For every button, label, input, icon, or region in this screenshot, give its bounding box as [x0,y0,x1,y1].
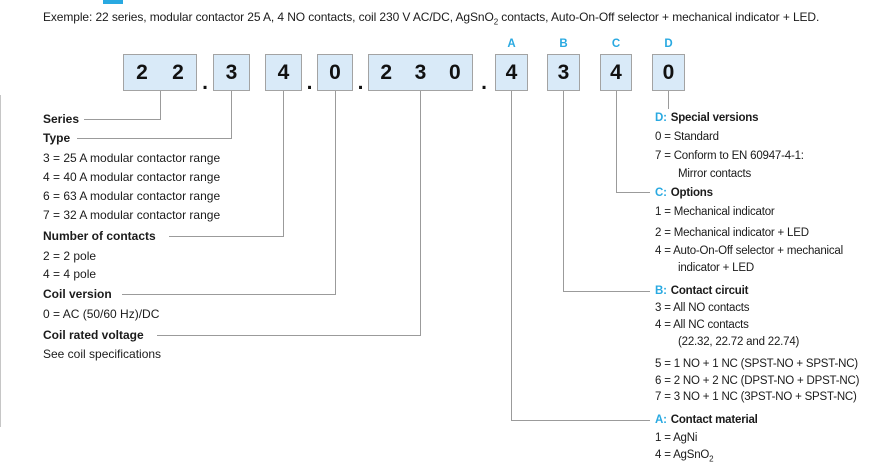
code-separator: . [357,71,364,94]
group-letter-c: C: [655,187,667,199]
connector-line [84,119,161,120]
subscript: 2 [709,454,714,462]
spec-item: 1 = Mechanical indicator [655,206,775,218]
connector-line [420,91,421,335]
group-title-number-of-contacts: Number of contacts [43,229,156,243]
code-box-number-of-contacts: 4 [265,54,302,91]
spec-item: 0 = Standard [655,131,719,143]
spec-item: 4 = Auto-On-Off selector + mechanical [655,245,843,257]
spec-item: 6 = 63 A modular contactor range [43,189,221,203]
example-text-pre: Exemple: 22 series, modular contactor 25… [43,10,494,24]
page-divider-line [0,95,1,427]
spec-item: 5 = 1 NO + 1 NC (SPST-NO + SPST-NC) [655,358,858,370]
spec-item-continuation: indicator + LED [678,262,754,274]
connector-line [511,420,650,421]
spec-item: 7 = 32 A modular contactor range [43,208,221,222]
spec-item: See coil specifications [43,347,162,361]
group-title-special-versions: D:Special versions [655,112,759,124]
spec-item: 7 = 3 NO + 1 NC (3PST-NO + SPST-NC) [655,391,857,403]
spec-item-continuation: (22.32, 22.72 and 22.74) [678,336,800,348]
group-title-contact-circuit: B:Contact circuit [655,285,749,297]
spec-item: 2 = Mechanical indicator + LED [655,227,809,239]
segment-letter-b: B [559,38,568,50]
group-title-coil-rated-voltage: Coil rated voltage [43,328,144,342]
connector-line [335,91,336,294]
example-line: Exemple: 22 series, modular contactor 25… [43,10,819,26]
spec-item: 0 = AC (50/60 Hz)/DC [43,307,160,321]
spec-item: 4 = 40 A modular contactor range [43,170,221,184]
connector-line [563,291,650,292]
code-box-coil-version: 0 [317,54,353,91]
group-letter-b: B: [655,285,667,297]
spec-item: 3 = 25 A modular contactor range [43,151,221,165]
group-letter-d: D: [655,112,667,124]
code-box-options: 4 [600,54,632,91]
example-text-post: contacts, Auto-On-Off selector + mechani… [498,10,820,24]
group-title-contact-material: A:Contact material [655,414,758,426]
spec-item: 4 = All NC contacts [655,319,749,331]
segment-letter-c: C [611,38,621,50]
connector-line [563,91,564,291]
group-title-options: C:Options [655,187,713,199]
spec-item: 3 = All NO contacts [655,302,750,314]
code-box-contact-circuit: 3 [547,54,580,91]
spec-item: 4 = AgSnO2 [655,449,714,462]
connector-line [616,91,617,192]
code-separator: . [306,71,313,94]
connector-line [77,138,232,139]
connector-line [160,91,161,119]
spec-item: 1 = AgNi [655,432,698,444]
spec-item: 2 = 2 pole [43,249,97,263]
heading-fragment [103,0,123,4]
segment-letter-d: D [664,38,673,50]
connector-line [157,335,421,336]
connector-line [122,294,336,295]
group-title-coil-version: Coil version [43,287,112,301]
spec-item-continuation: Mirror contacts [678,168,752,180]
code-separator: . [481,71,487,94]
spec-item: 6 = 2 NO + 2 NC (DPST-NO + DPST-NC) [655,375,860,387]
spec-item: 7 = Conform to EN 60947-4-1: [655,150,804,162]
connector-line [511,91,512,420]
code-box-special-versions: 0 [652,54,685,91]
example-subscript: 2 [493,17,499,27]
connector-line [231,91,232,138]
group-title-series: Series [43,112,80,126]
connector-line [169,236,284,237]
connector-line [616,192,650,193]
spec-item: 4 = 4 pole [43,267,97,281]
code-box-type: 3 [213,54,250,91]
group-letter-a: A: [655,414,667,426]
segment-letter-a: A [507,38,516,50]
connector-line [283,91,284,236]
code-separator: . [202,71,208,94]
connector-line [668,91,669,109]
group-title-type: Type [43,131,71,145]
code-box-contact-material: 4 [495,54,528,91]
